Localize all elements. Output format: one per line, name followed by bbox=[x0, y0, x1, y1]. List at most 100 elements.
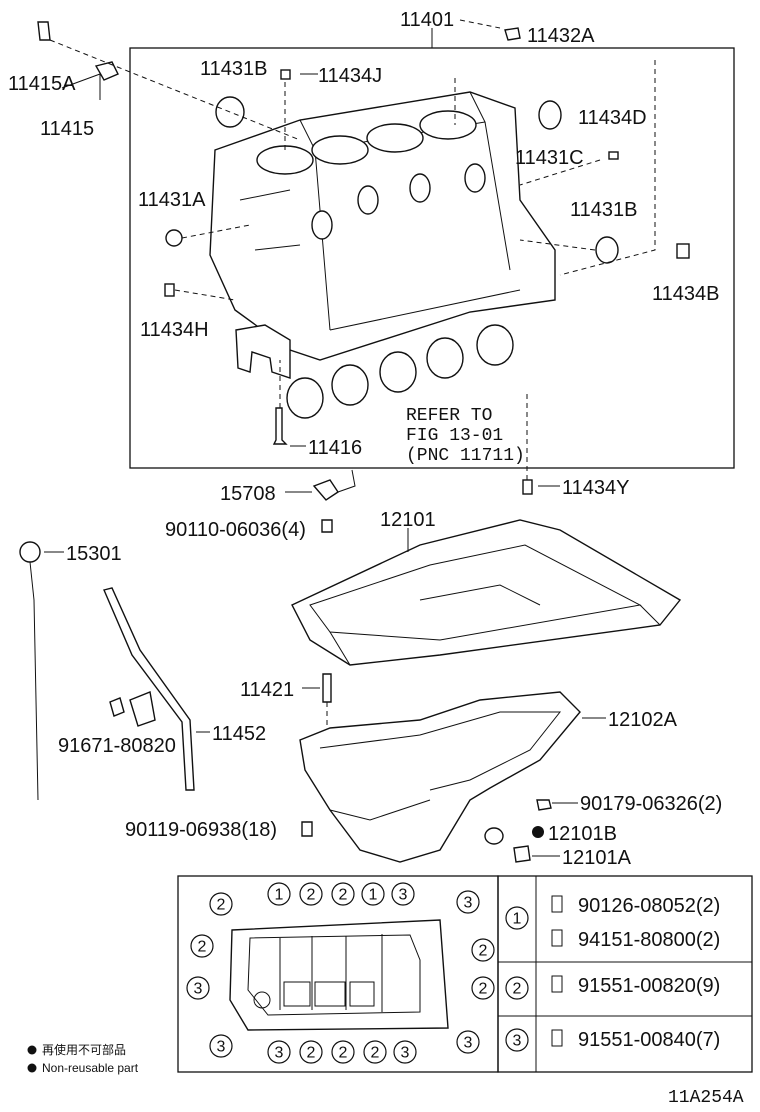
bolt-11416 bbox=[272, 407, 288, 445]
refer-note-line3: (PNC 11711) bbox=[406, 446, 525, 466]
bolt-marker-number: 3 bbox=[275, 1045, 284, 1062]
bolt-marker-circle bbox=[456, 1030, 480, 1054]
cylinder-block bbox=[209, 91, 556, 361]
bolt-marker-circle bbox=[393, 1040, 417, 1064]
bolt-marker-circle bbox=[299, 882, 323, 906]
bolt-marker-circle bbox=[186, 976, 210, 1000]
bolt-marker-number: 2 bbox=[479, 981, 488, 998]
plug-11432A bbox=[504, 27, 521, 41]
bolt-marker-number: 3 bbox=[399, 887, 408, 904]
bolt-marker-number: 2 bbox=[339, 887, 348, 904]
legend-part-number: 91551-00840(7) bbox=[578, 1029, 720, 1051]
bolt-90110 bbox=[321, 519, 333, 533]
label-11452: 11452 bbox=[212, 723, 266, 745]
bearing-caps bbox=[235, 324, 514, 419]
label-11401: 11401 bbox=[400, 9, 454, 31]
dipstick-15301 bbox=[19, 541, 64, 801]
label-12101A: 12101A bbox=[562, 847, 632, 869]
pin-11434B bbox=[676, 243, 690, 259]
bolt-marker-number: 2 bbox=[198, 939, 207, 956]
bolt-marker-number: 2 bbox=[479, 943, 488, 960]
bolt-marker-circle bbox=[361, 882, 385, 906]
bolt-marker-circle bbox=[267, 882, 291, 906]
note-japanese: 再使用不可部品 bbox=[42, 1042, 126, 1057]
pin-11434J bbox=[280, 69, 291, 80]
bolt-marker-number: 1 bbox=[369, 887, 378, 904]
pin-11434H bbox=[164, 283, 175, 297]
bolt-marker-circle bbox=[209, 892, 233, 916]
oil-pan-top-view bbox=[229, 919, 449, 1031]
label-12101B: 12101B bbox=[548, 823, 617, 845]
bolt-marker-number: 2 bbox=[371, 1045, 380, 1062]
non-reusable-dot bbox=[532, 826, 544, 838]
note-dot bbox=[27, 1045, 37, 1055]
legend-bolt-icon bbox=[551, 975, 563, 993]
bolt-marker-number: 3 bbox=[401, 1045, 410, 1062]
legend-key-number: 1 bbox=[513, 911, 522, 928]
bolt-marker-number: 1 bbox=[275, 887, 284, 904]
bolt-marker-number: 3 bbox=[464, 895, 473, 912]
bolt-marker-circle bbox=[190, 934, 214, 958]
plug-11431A bbox=[165, 229, 183, 247]
legend-bolt-icon bbox=[551, 895, 563, 913]
label-11416: 11416 bbox=[308, 437, 362, 459]
legend-key-circle bbox=[505, 1028, 529, 1052]
bolt-marker-circle bbox=[209, 1034, 233, 1058]
figure-code: 11A254A bbox=[668, 1088, 744, 1108]
oil-pump-tube-15708 bbox=[285, 469, 356, 501]
bolt-91671 bbox=[109, 697, 125, 717]
bolt-marker-number: 3 bbox=[217, 1039, 226, 1056]
fitting-11415 bbox=[94, 61, 119, 81]
plug-11431C bbox=[538, 100, 562, 130]
legend-part-number: 90126-08052(2) bbox=[578, 895, 720, 917]
legend-key-circle bbox=[505, 976, 529, 1000]
pin-11434Y bbox=[522, 479, 533, 495]
label-90119: 90119-06938(18) bbox=[125, 819, 277, 841]
label-11434J: 11434J bbox=[318, 65, 382, 87]
legend-panel bbox=[497, 875, 753, 1073]
dipstick-guide-11452 bbox=[103, 587, 210, 791]
legend-part-number: 94151-80800(2) bbox=[578, 929, 720, 951]
bolt-marker-number: 3 bbox=[194, 981, 203, 998]
legend-bolt-icon bbox=[551, 1029, 563, 1047]
legend-key-circle bbox=[505, 906, 529, 930]
label-11432A: 11432A bbox=[527, 25, 595, 47]
bolt-90119 bbox=[301, 821, 313, 837]
seal-11431B bbox=[595, 236, 619, 264]
plug-12101A bbox=[513, 845, 531, 863]
label-11431C: 11431C bbox=[515, 147, 584, 169]
label-11434D: 11434D bbox=[578, 107, 647, 129]
label-90110: 90110-06036(4) bbox=[165, 519, 306, 541]
bolt-marker-number: 2 bbox=[217, 897, 226, 914]
label-12102A: 12102A bbox=[608, 709, 678, 731]
bolt-marker-number: 2 bbox=[307, 887, 316, 904]
label-11434Y: 11434Y bbox=[562, 477, 629, 499]
label-11431A: 11431A bbox=[138, 189, 206, 211]
label-11415A: 11415A bbox=[8, 73, 76, 95]
bolt-marker-circle bbox=[331, 1040, 355, 1064]
union-11415A bbox=[37, 21, 51, 41]
legend-key-number: 3 bbox=[513, 1033, 522, 1050]
pin-11434D bbox=[608, 151, 619, 160]
oil-pan-12102A bbox=[299, 691, 606, 863]
label-91671: 91671-80820 bbox=[58, 735, 176, 757]
label-15301: 15301 bbox=[66, 543, 122, 565]
bolt-marker-number: 3 bbox=[464, 1035, 473, 1052]
bolt-marker-circle bbox=[456, 890, 480, 914]
label-11415: 11415 bbox=[40, 118, 94, 140]
label-11431B-right: 11431B bbox=[570, 199, 637, 221]
label-12101: 12101 bbox=[380, 509, 436, 531]
note-english: Non-reusable part bbox=[42, 1061, 139, 1075]
nut-90179 bbox=[536, 799, 552, 811]
label-11434B: 11434B bbox=[652, 283, 719, 305]
bolt-marker-circle bbox=[363, 1040, 387, 1064]
bolt-marker-circle bbox=[471, 938, 495, 962]
bolt-marker-number: 2 bbox=[339, 1045, 348, 1062]
label-11434H: 11434H bbox=[140, 319, 209, 341]
bolt-marker-circle bbox=[391, 882, 415, 906]
bolt-marker-circle bbox=[471, 976, 495, 1000]
label-90179: 90179-06326(2) bbox=[580, 793, 722, 815]
